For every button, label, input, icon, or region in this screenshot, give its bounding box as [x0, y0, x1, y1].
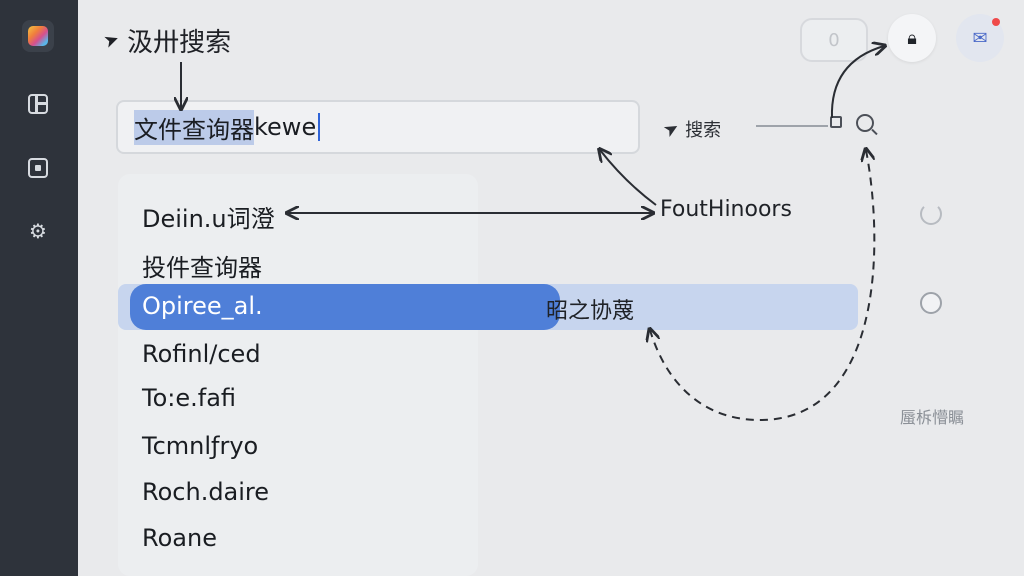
counter-value: 0: [828, 29, 840, 51]
page-title-row: ➤ 汲卅搜索: [100, 22, 232, 59]
mail-button[interactable]: ✉: [956, 14, 1004, 62]
back-arrow-icon[interactable]: ➤: [100, 28, 123, 53]
search-input[interactable]: 文件查询器 kewe: [116, 100, 640, 154]
list-item-selected[interactable]: Opiree_al.: [142, 292, 263, 320]
app-logo-icon[interactable]: [22, 20, 54, 52]
suggestion-list: [118, 174, 478, 576]
lock-icon: 🔒︎: [907, 27, 917, 49]
selected-row-highlight: [130, 284, 560, 330]
list-item[interactable]: Rofinl/ced: [142, 340, 261, 368]
list-item[interactable]: Roane: [142, 524, 217, 552]
annotation-label: FoutHinoors: [660, 197, 792, 222]
page-title: 汲卅搜索: [127, 28, 232, 58]
arrow-label-to-input: [600, 150, 657, 206]
list-item[interactable]: To:e.fafi: [142, 384, 237, 412]
faint-label: 蜃柝懵瞩: [900, 408, 965, 427]
notification-dot: [992, 18, 1000, 26]
mail-icon: ✉: [972, 27, 988, 49]
lock-button[interactable]: 🔒︎: [888, 14, 936, 62]
search-query-text: kewe: [254, 113, 317, 141]
annotation-label-selected: 昭之协蔑: [546, 299, 635, 324]
pointer-icon: ➤: [659, 116, 684, 142]
layout-icon[interactable]: [22, 88, 54, 120]
edit-icon[interactable]: [22, 152, 54, 184]
search-hint[interactable]: ➤ 搜索: [660, 116, 722, 142]
text-cursor: [318, 113, 321, 141]
settings-icon[interactable]: ⚙: [29, 219, 47, 243]
sidebar: ⚙: [0, 0, 78, 576]
radio-button[interactable]: [920, 292, 942, 314]
counter-pill[interactable]: 0: [800, 18, 868, 62]
hint-divider: [756, 125, 828, 127]
list-item[interactable]: Roch.daire: [142, 478, 270, 506]
search-hint-label: 搜索: [685, 120, 722, 141]
search-query-highlight: 文件查询器: [134, 109, 254, 145]
square-icon[interactable]: [830, 116, 842, 128]
list-item[interactable]: Tcmnlƒryo: [142, 432, 259, 460]
list-item[interactable]: Deiin.u词澄: [142, 205, 275, 233]
search-icon[interactable]: [856, 114, 874, 132]
list-item[interactable]: 投件查询器: [142, 254, 262, 282]
loading-icon: [920, 203, 942, 225]
